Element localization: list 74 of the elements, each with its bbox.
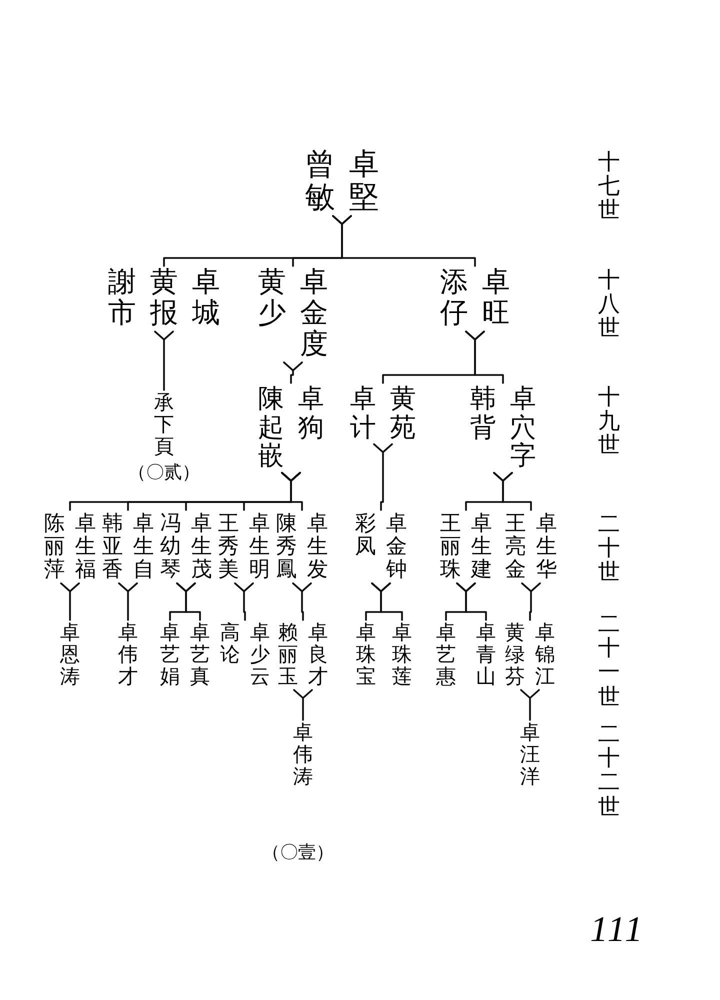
person-name: 韩背 bbox=[470, 385, 496, 442]
person-name: 黄绿芬 bbox=[505, 622, 525, 688]
tree-connector bbox=[234, 582, 254, 621]
person-name: 陈丽萍 bbox=[44, 512, 65, 582]
generation-label: 十七世 bbox=[598, 150, 620, 223]
person-name: 添仔 bbox=[440, 268, 468, 330]
person-name: 卓良才 bbox=[308, 622, 328, 688]
person-name: 卓生华 bbox=[536, 512, 557, 582]
tree-connector bbox=[69, 472, 301, 511]
person-name: 卓狗 bbox=[298, 385, 324, 442]
person-name: 卓生明 bbox=[249, 512, 270, 582]
tree-connector bbox=[293, 689, 313, 721]
tree-connector bbox=[60, 582, 80, 621]
tree-connector bbox=[163, 215, 352, 267]
person-name: 卓旺 bbox=[482, 268, 510, 330]
person-name: 卓计 bbox=[350, 385, 376, 442]
tree-connector bbox=[373, 443, 393, 511]
person-name: 卓生建 bbox=[471, 512, 492, 582]
generation-label: 二十二世 bbox=[598, 722, 620, 819]
person-name: 王亮金 bbox=[505, 512, 526, 582]
person-name: 卓珠莲 bbox=[392, 622, 412, 688]
continuation-note: 承下頁 bbox=[154, 392, 174, 458]
tree-connector bbox=[292, 582, 312, 621]
person-name: 卓伟才 bbox=[118, 622, 138, 688]
person-name: 卓城 bbox=[192, 268, 220, 330]
person-name: 王丽珠 bbox=[440, 512, 461, 582]
tree-connector bbox=[365, 582, 391, 621]
tree-connector bbox=[445, 582, 476, 621]
tree-connector bbox=[118, 582, 138, 621]
person-name: 卓艺娟 bbox=[160, 622, 180, 688]
tree-connector bbox=[382, 330, 485, 384]
person-name: 卓生发 bbox=[307, 512, 328, 582]
person-name: 彩凤 bbox=[355, 512, 376, 558]
person-name: 卓金度 bbox=[300, 268, 328, 360]
generation-label: 二十世 bbox=[598, 512, 620, 585]
person-name: 卓堅 bbox=[349, 148, 379, 214]
person-name: 王秀美 bbox=[218, 512, 239, 582]
page-reference: （〇壹） bbox=[262, 842, 334, 864]
person-name: 韩亚香 bbox=[102, 512, 123, 582]
person-name: 曾敏 bbox=[305, 148, 335, 214]
person-name: 謝市 bbox=[108, 268, 136, 330]
tree-connector bbox=[521, 582, 541, 621]
person-name: 卓金钟 bbox=[386, 512, 407, 582]
person-name: 卓生茂 bbox=[191, 512, 212, 582]
tree-connector bbox=[520, 689, 540, 721]
page-reference: （〇贰） bbox=[128, 462, 200, 484]
person-name: 卓汪洋 bbox=[520, 722, 540, 788]
person-name: 卓珠宝 bbox=[356, 622, 376, 688]
person-name: 卓锦江 bbox=[535, 622, 555, 688]
person-name: 陳秀鳳 bbox=[276, 512, 297, 582]
person-name: 陳起嵌 bbox=[258, 385, 284, 471]
person-name: 卓艺真 bbox=[190, 622, 210, 688]
person-name: 卓生福 bbox=[75, 512, 96, 582]
person-name: 黄报 bbox=[150, 268, 178, 330]
person-name: 卓伟涛 bbox=[293, 722, 313, 788]
generation-label: 二十一世 bbox=[598, 612, 620, 709]
tree-connector bbox=[283, 362, 303, 384]
generation-label: 十八世 bbox=[598, 268, 620, 341]
person-name: 黄苑 bbox=[390, 385, 416, 442]
person-name: 卓生自 bbox=[133, 512, 154, 582]
person-name: 高论 bbox=[220, 622, 240, 666]
tree-connector bbox=[154, 330, 174, 391]
person-name: 卓恩涛 bbox=[60, 622, 80, 688]
person-name: 冯幼琴 bbox=[160, 512, 181, 582]
person-name: 卓少云 bbox=[250, 622, 270, 688]
person-name: 赖丽玉 bbox=[278, 622, 298, 688]
page-number: 111 bbox=[590, 908, 645, 951]
person-name: 卓穴字 bbox=[510, 385, 536, 471]
person-name: 卓青山 bbox=[476, 622, 496, 688]
person-name: 卓艺惠 bbox=[436, 622, 456, 688]
generation-label: 十九世 bbox=[598, 385, 620, 458]
tree-connector bbox=[465, 472, 513, 511]
tree-connector bbox=[169, 582, 196, 621]
person-name: 黄少 bbox=[258, 268, 286, 330]
